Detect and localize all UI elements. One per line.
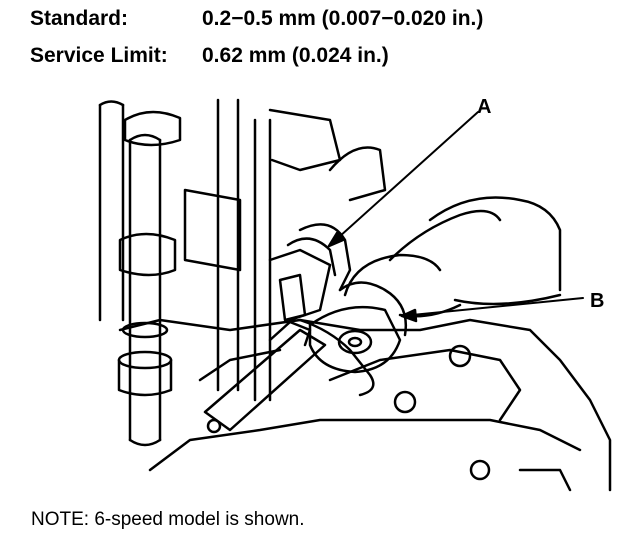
hand-illustration [338, 196, 562, 337]
leader-lines [328, 111, 584, 317]
callout-b-label: B [590, 290, 605, 312]
standard-label: Standard: [30, 7, 129, 30]
shift-fork [268, 223, 375, 397]
model-note: NOTE: 6-speed model is shown. [31, 509, 305, 530]
callout-a-label: A [477, 96, 492, 118]
arrowhead-b [400, 308, 418, 323]
service-limit-value: 0.62 mm (0.024 in.) [202, 44, 389, 67]
synchro-sleeve [308, 305, 402, 374]
shaft-collars [117, 108, 387, 397]
shift-shafts [98, 98, 272, 447]
feeler-gauge [203, 273, 327, 434]
service-limit-label: Service Limit: [30, 44, 168, 67]
standard-spec-row: Standard: 0.2−0.5 mm (0.007−0.020 in.) [30, 7, 483, 31]
arrowhead-a [327, 231, 345, 248]
service-limit-spec-row: Service Limit: 0.62 mm (0.024 in.) [30, 44, 389, 68]
standard-value: 0.2−0.5 mm (0.007−0.020 in.) [202, 7, 484, 30]
housing-casting [118, 318, 612, 492]
